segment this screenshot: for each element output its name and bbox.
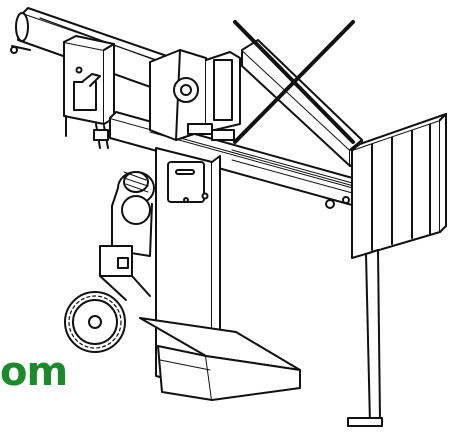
partial-caption-text: om (0, 349, 68, 395)
pusher-block (149, 49, 241, 141)
electric-motor (99, 171, 155, 301)
log-stop-plate (351, 113, 447, 259)
wheel (64, 291, 126, 353)
control-valve-block (63, 35, 115, 149)
base-plate (139, 317, 301, 401)
cross-out-x-icon (233, 20, 355, 144)
support-leg (347, 249, 383, 427)
